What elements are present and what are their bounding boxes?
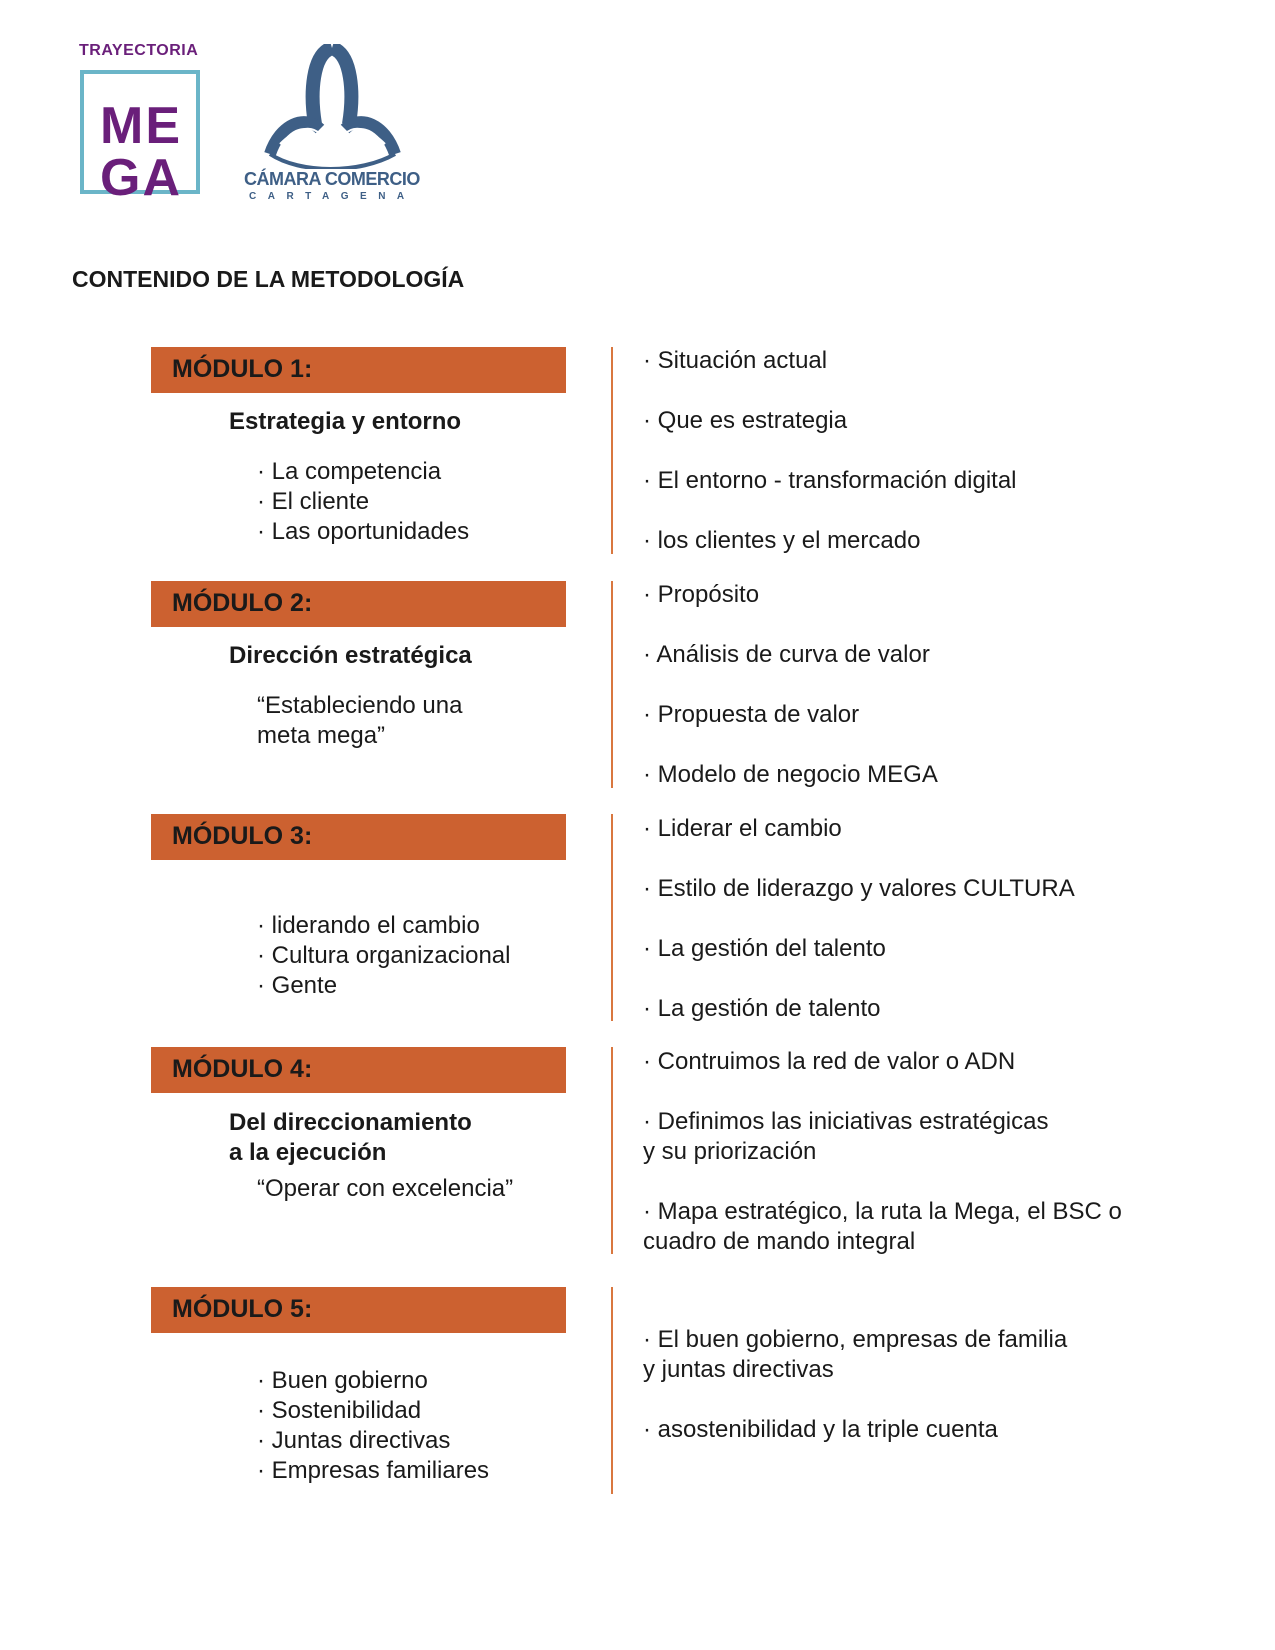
module-topic: · El entorno - transformación digital bbox=[643, 467, 1017, 494]
module-topic: · asostenibilidad y la triple cuenta bbox=[643, 1416, 998, 1443]
module-topic: · Modelo de negocio MEGA bbox=[643, 761, 938, 788]
module-detail: · El cliente bbox=[257, 488, 370, 515]
camara-comercio-emblem-icon bbox=[264, 41, 401, 171]
module-topic: · El buen gobierno, empresas de familia bbox=[643, 1326, 1068, 1353]
divider-line bbox=[611, 814, 613, 1021]
module-subtitle: a la ejecución bbox=[229, 1139, 387, 1166]
module-label: MÓDULO 1: bbox=[172, 355, 313, 383]
divider-line bbox=[611, 347, 613, 554]
module-subtitle: Estrategia y entorno bbox=[229, 408, 462, 435]
module-topic: · Estilo de liderazgo y valores CULTURA bbox=[643, 875, 1075, 902]
logo-text: TRAYECTORIA bbox=[79, 42, 199, 59]
module-label: MÓDULO 4: bbox=[172, 1055, 313, 1083]
logo-frame bbox=[80, 70, 200, 194]
trayectoria-mega-logo: TRAYECTORIA ME GA bbox=[72, 42, 214, 207]
module-subtitle: Dirección estratégica bbox=[229, 642, 472, 669]
module-topic: · Propuesta de valor bbox=[643, 701, 860, 728]
divider-line bbox=[611, 1047, 613, 1254]
module-detail: · La competencia bbox=[257, 458, 442, 485]
module-detail: · Buen gobierno bbox=[257, 1367, 428, 1394]
module-header-4: MÓDULO 4: bbox=[151, 1047, 566, 1093]
module-topic: · los clientes y el mercado bbox=[643, 527, 921, 554]
logo-text: CÁMARA COMERCIO bbox=[244, 169, 420, 189]
module-detail: “Operar con excelencia” bbox=[257, 1175, 514, 1202]
module-header-1: MÓDULO 1: bbox=[151, 347, 566, 393]
module-topic: · La gestión de talento bbox=[643, 995, 881, 1022]
module-topic: cuadro de mando integral bbox=[643, 1228, 916, 1255]
module-label: MÓDULO 5: bbox=[172, 1295, 313, 1323]
module-topic: · Definimos las iniciativas estratégicas bbox=[643, 1108, 1049, 1135]
module-detail: “Estableciendo una bbox=[257, 692, 463, 719]
module-detail: · Juntas directivas bbox=[257, 1427, 451, 1454]
module-detail: · Sostenibilidad bbox=[257, 1397, 422, 1424]
logo-text: CARTAGENA bbox=[249, 191, 416, 202]
module-topic: y juntas directivas bbox=[643, 1356, 834, 1383]
module-detail: meta mega” bbox=[257, 722, 386, 749]
module-detail: · Empresas familiares bbox=[257, 1457, 490, 1484]
module-topic: · Mapa estratégico, la ruta la Mega, el … bbox=[643, 1198, 1122, 1225]
module-detail: · liderando el cambio bbox=[257, 912, 480, 939]
module-topic: · Situación actual bbox=[643, 347, 828, 374]
divider-line bbox=[611, 581, 613, 788]
module-topic: · Liderar el cambio bbox=[643, 815, 842, 842]
module-label: MÓDULO 2: bbox=[172, 589, 313, 617]
module-subtitle: Del direccionamiento bbox=[229, 1109, 472, 1136]
module-detail: · Las oportunidades bbox=[257, 518, 470, 545]
module-header-5: MÓDULO 5: bbox=[151, 1287, 566, 1333]
module-topic: · Contruimos la red de valor o ADN bbox=[643, 1048, 1016, 1075]
camara-comercio-logo: CÁMARA COMERCIO CARTAGENA bbox=[240, 41, 420, 209]
module-header-3: MÓDULO 3: bbox=[151, 814, 566, 860]
divider-line bbox=[611, 1287, 613, 1494]
module-topic: · Propósito bbox=[643, 581, 760, 608]
module-detail: · Gente bbox=[257, 972, 338, 999]
module-detail: · Cultura organizacional bbox=[257, 942, 511, 969]
page-title: CONTENIDO DE LA METODOLOGÍA bbox=[72, 266, 465, 292]
module-header-2: MÓDULO 2: bbox=[151, 581, 566, 627]
module-topic: · Que es estrategia bbox=[643, 407, 848, 434]
module-label: MÓDULO 3: bbox=[172, 822, 313, 850]
logo-text: GA bbox=[100, 149, 182, 207]
module-topic: · Análisis de curva de valor bbox=[643, 641, 930, 668]
module-topic: · La gestión del talento bbox=[643, 935, 886, 962]
logo-text: ME bbox=[100, 97, 182, 155]
module-topic: y su priorización bbox=[643, 1138, 817, 1165]
